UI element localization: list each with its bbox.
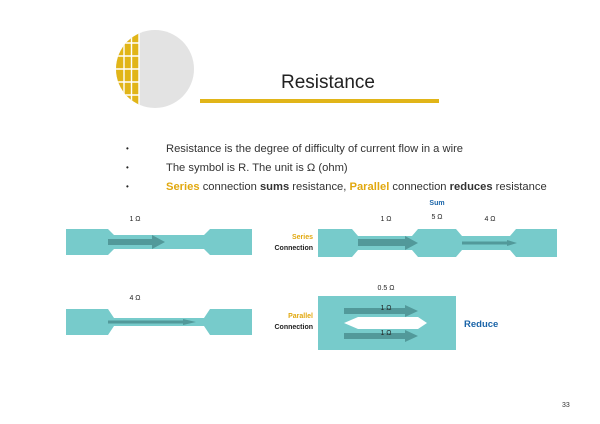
- series-label: Series: [292, 234, 313, 241]
- wire-diagram-long: 4 Ω: [66, 295, 252, 335]
- reduce-label: Reduce: [464, 319, 498, 330]
- resistance-label: 4 Ω: [129, 295, 140, 302]
- branch-gap: [344, 317, 427, 329]
- page-number: 33: [562, 402, 570, 409]
- resistance-label: 1 Ω: [129, 216, 140, 223]
- wire-diagram-short: 1 Ω: [66, 216, 252, 255]
- resistance-label: 1 Ω: [380, 216, 391, 223]
- branch-resistance-label: 1 Ω: [380, 305, 391, 312]
- total-resistance-label: 0.5 Ω: [378, 285, 395, 292]
- sum-label: Sum: [429, 200, 444, 207]
- total-resistance-label: 5 Ω: [431, 214, 442, 221]
- parallel-diagram: 0.5 Ω 1 Ω 1 Ω Parallel Connection Reduce: [275, 285, 499, 350]
- wire-body: [318, 229, 557, 257]
- connection-label: Connection: [275, 245, 314, 252]
- parallel-label: Parallel: [288, 313, 313, 320]
- resistance-label: 4 Ω: [484, 216, 495, 223]
- branch-resistance-label: 1 Ω: [380, 330, 391, 337]
- connection-label: Connection: [275, 324, 314, 331]
- series-diagram: 1 Ω 4 Ω Sum 5 Ω Series Connection: [275, 200, 558, 257]
